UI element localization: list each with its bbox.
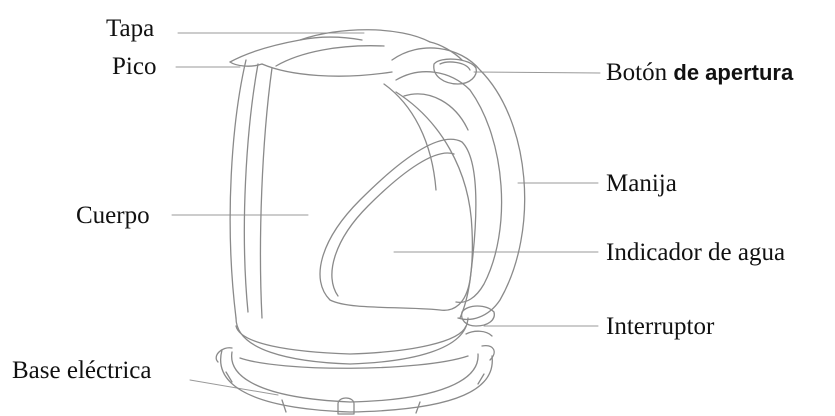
label-indicador-de-agua: Indicador de agua — [606, 240, 785, 265]
label-boton-part-b: de apertura — [673, 60, 793, 85]
label-tapa: Tapa — [106, 16, 154, 41]
label-boton-part-a: Botón — [606, 59, 667, 86]
leader-line-base — [190, 380, 278, 395]
opening-button — [434, 59, 477, 84]
body-band — [236, 318, 468, 368]
water-indicator-window — [320, 139, 476, 310]
label-manija: Manija — [606, 171, 677, 196]
leader-line-boton — [474, 72, 600, 73]
electric-base — [216, 346, 494, 414]
label-boton-de-apertura: Botón de apertura — [606, 60, 793, 85]
kettle-body — [230, 60, 472, 318]
label-interruptor: Interruptor — [606, 314, 714, 339]
label-base-electrica: Base eléctrica — [12, 358, 152, 383]
label-cuerpo: Cuerpo — [76, 203, 150, 228]
label-pico: Pico — [112, 54, 156, 79]
lid-and-spout — [230, 30, 430, 76]
leader-lines — [172, 33, 600, 395]
switch — [462, 306, 495, 336]
